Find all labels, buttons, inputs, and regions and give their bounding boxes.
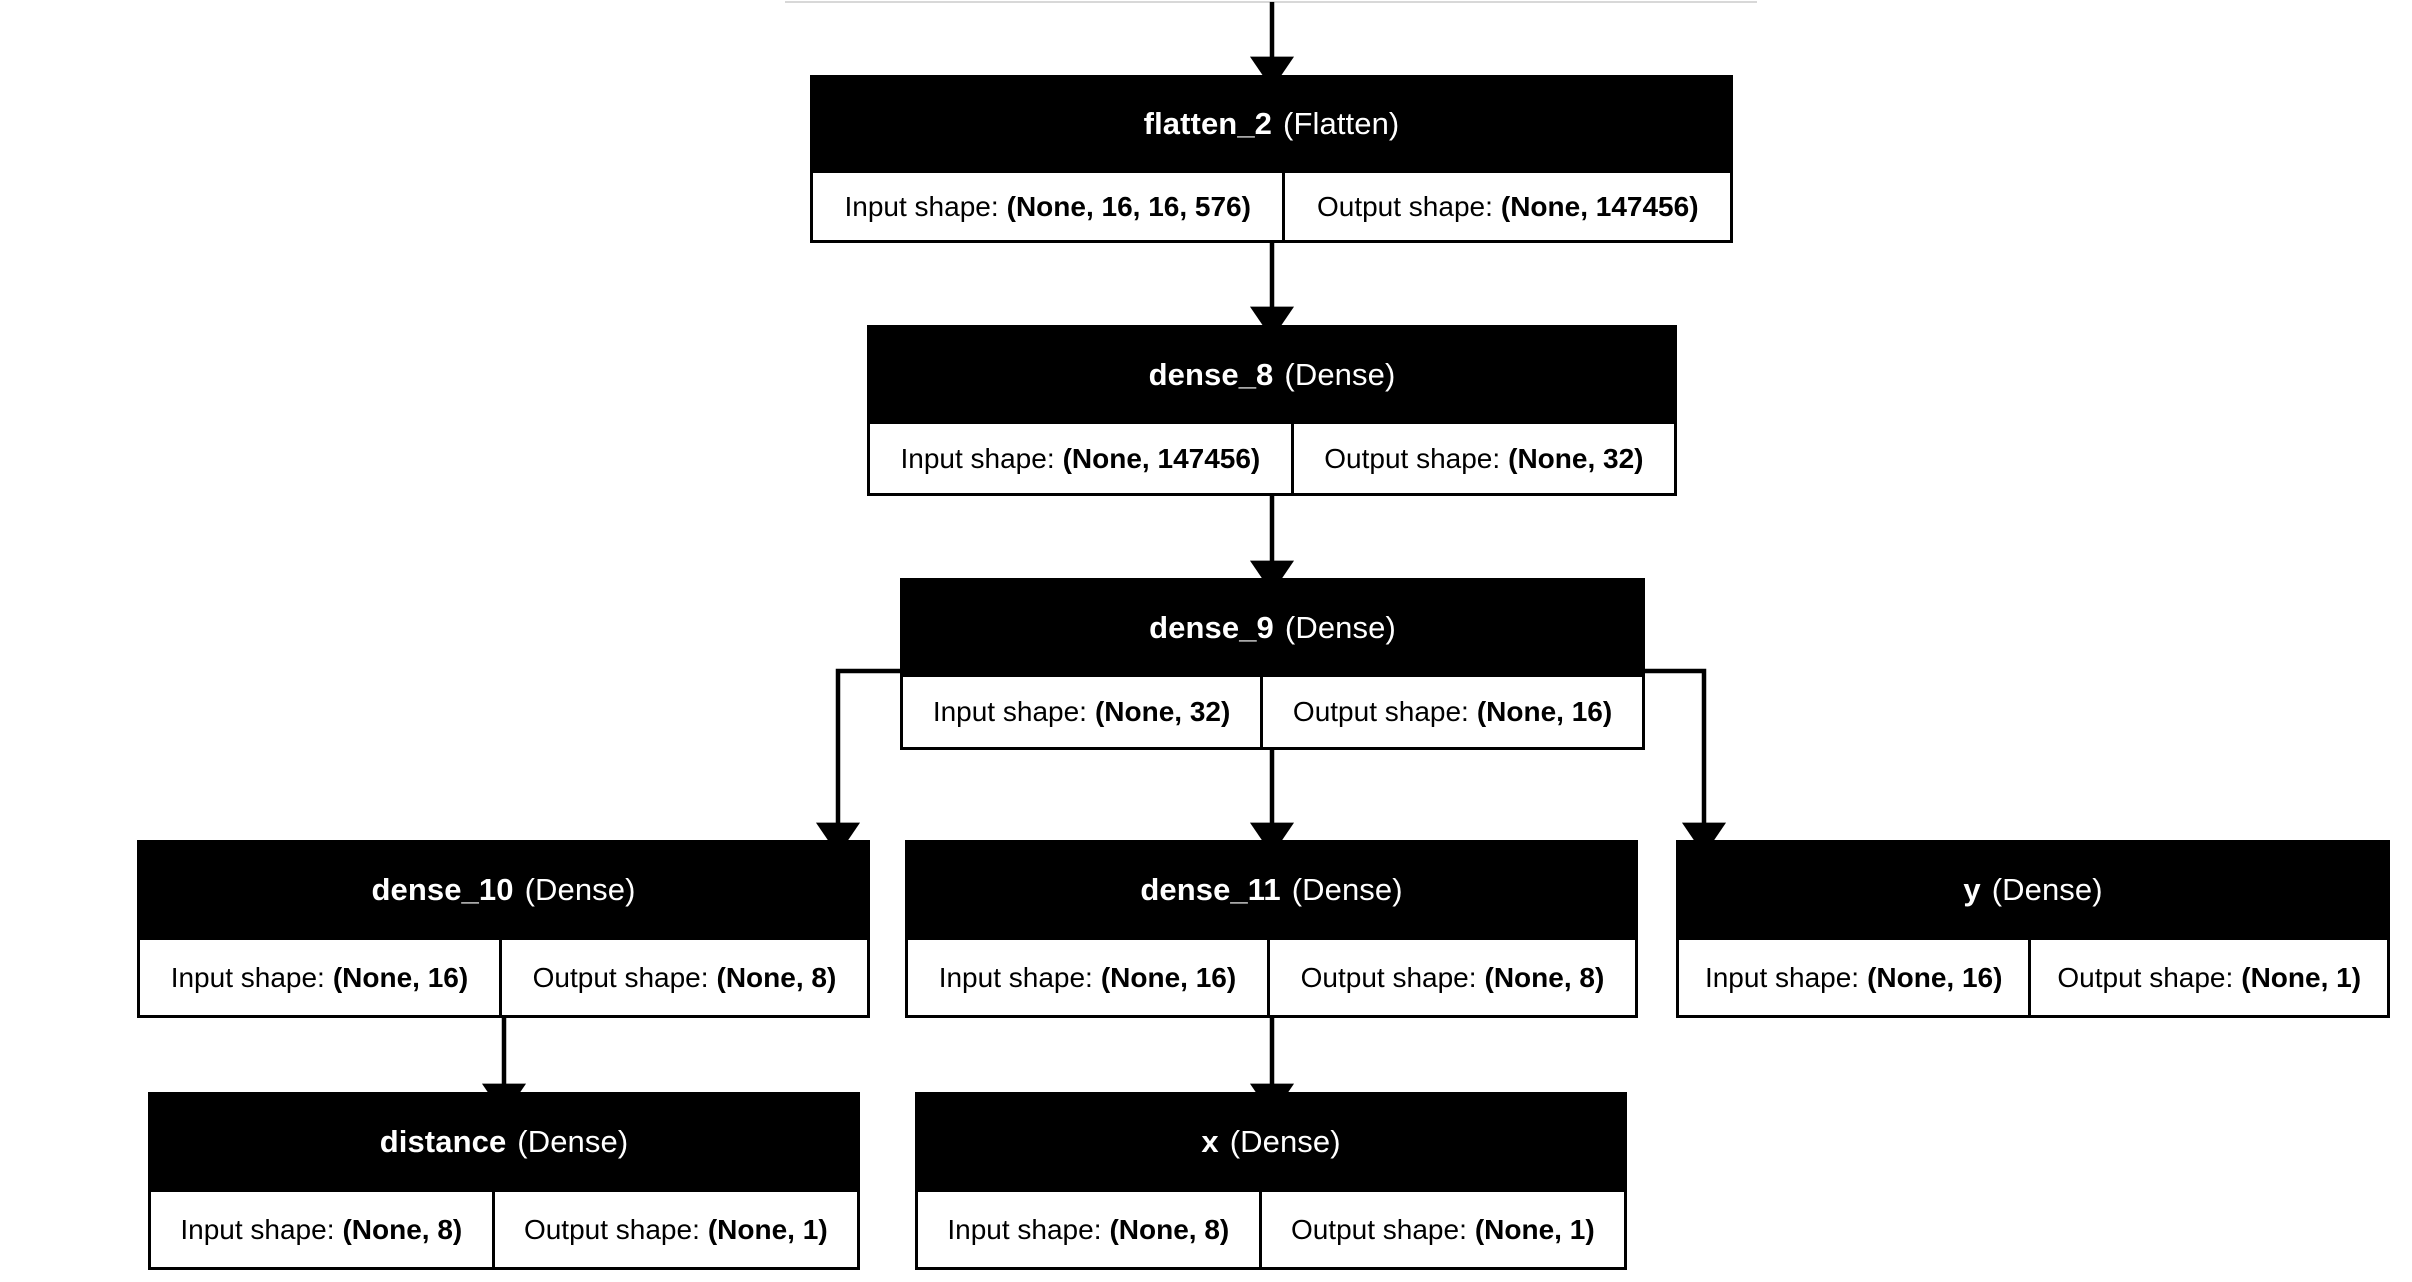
output-shape-label: Output shape: — [1316, 190, 1493, 222]
output-shape-value: (None, 1) — [707, 1213, 828, 1245]
node-dense_8-input-shape: Input shape: (None, 147456) — [870, 424, 1291, 493]
input-shape-value: (None, 16) — [332, 961, 469, 993]
node-dense_10-output-shape: Output shape: (None, 8) — [498, 940, 868, 1015]
output-shape-label: Output shape: — [523, 1213, 700, 1245]
node-y-input-shape: Input shape: (None, 16) — [1679, 940, 2029, 1015]
node-dense_8-shapes: Input shape: (None, 147456) Output shape… — [870, 421, 1674, 493]
output-shape-value: (None, 8) — [716, 961, 837, 993]
node-y-output-shape: Output shape: (None, 1) — [2028, 940, 2388, 1015]
node-dense_11-output-shape: Output shape: (None, 8) — [1266, 940, 1636, 1015]
node-distance-name: distance — [379, 1124, 507, 1159]
node-dense_10-type: (Dense) — [524, 872, 636, 907]
node-x-name: x — [1201, 1124, 1219, 1159]
node-distance[interactable]: distance (Dense) Input shape: (None, 8) … — [148, 1092, 860, 1270]
node-dense_11-input-shape: Input shape: (None, 16) — [908, 940, 1267, 1015]
node-dense_9-output-shape: Output shape: (None, 16) — [1260, 677, 1642, 747]
node-dense_8[interactable]: dense_8 (Dense) Input shape: (None, 1474… — [867, 325, 1677, 496]
node-dense_10-input-shape: Input shape: (None, 16) — [140, 940, 499, 1015]
clipped-node-bottom-edge — [785, 1, 1757, 3]
output-shape-label: Output shape: — [1324, 442, 1501, 474]
node-x-output-shape: Output shape: (None, 1) — [1258, 1192, 1624, 1267]
node-dense_9-name: dense_9 — [1149, 609, 1274, 645]
node-x-shapes: Input shape: (None, 8) Output shape: (No… — [918, 1189, 1624, 1267]
output-shape-value: (None, 32) — [1508, 442, 1644, 474]
edge-dense_9-to-dense_10 — [815, 668, 900, 855]
input-shape-value: (None, 16) — [1100, 961, 1237, 993]
node-flatten_2-input-shape: Input shape: (None, 16, 16, 576) — [813, 173, 1283, 240]
input-shape-value: (None, 32) — [1094, 696, 1231, 727]
input-shape-label: Input shape: — [1704, 961, 1860, 993]
node-dense_9[interactable]: dense_9 (Dense) Input shape: (None, 32) … — [900, 578, 1645, 750]
node-dense_9-header: dense_9 (Dense) — [903, 581, 1642, 674]
output-shape-label: Output shape: — [1290, 1213, 1467, 1245]
input-shape-value: (None, 147456) — [1062, 442, 1261, 474]
node-flatten_2-type: (Flatten) — [1283, 106, 1400, 141]
node-dense_10-shapes: Input shape: (None, 16) Output shape: (N… — [140, 937, 868, 1015]
node-dense_11-header: dense_11 (Dense) — [908, 843, 1635, 937]
output-shape-value: (None, 1) — [2241, 961, 2362, 993]
node-distance-output-shape: Output shape: (None, 1) — [491, 1192, 857, 1267]
input-shape-value: (None, 16, 16, 576) — [1006, 190, 1251, 222]
node-dense_11-name: dense_11 — [1140, 872, 1281, 907]
node-flatten_2[interactable]: flatten_2 (Flatten) Input shape: (None, … — [810, 75, 1733, 243]
input-shape-value: (None, 8) — [342, 1213, 463, 1245]
edge-dense_9-to-y — [1645, 668, 1727, 855]
node-distance-type: (Dense) — [517, 1124, 629, 1159]
input-shape-label: Input shape: — [900, 442, 1055, 474]
output-shape-value: (None, 147456) — [1500, 190, 1699, 222]
node-x-type: (Dense) — [1229, 1124, 1341, 1159]
node-x-input-shape: Input shape: (None, 8) — [918, 1192, 1259, 1267]
node-dense_11[interactable]: dense_11 (Dense) Input shape: (None, 16)… — [905, 840, 1638, 1018]
node-flatten_2-shapes: Input shape: (None, 16, 16, 576) Output … — [813, 170, 1731, 240]
node-dense_9-type: (Dense) — [1284, 609, 1396, 645]
node-dense_10-name: dense_10 — [371, 872, 514, 907]
input-shape-label: Input shape: — [844, 190, 999, 222]
input-shape-label: Input shape: — [932, 696, 1087, 727]
node-dense_11-type: (Dense) — [1291, 872, 1403, 907]
node-y-type: (Dense) — [1991, 872, 2103, 907]
input-shape-label: Input shape: — [938, 961, 1093, 993]
node-y-header: y (Dense) — [1679, 843, 2387, 937]
input-shape-value: (None, 8) — [1109, 1213, 1230, 1245]
node-dense_10[interactable]: dense_10 (Dense) Input shape: (None, 16)… — [137, 840, 870, 1018]
input-shape-value: (None, 16) — [1867, 961, 2003, 993]
node-dense_8-header: dense_8 (Dense) — [870, 328, 1674, 421]
output-shape-label: Output shape: — [1292, 696, 1469, 727]
node-flatten_2-output-shape: Output shape: (None, 147456) — [1282, 173, 1731, 240]
node-x[interactable]: x (Dense) Input shape: (None, 8) Output … — [915, 1092, 1627, 1270]
output-shape-value: (None, 16) — [1476, 696, 1613, 727]
node-dense_9-input-shape: Input shape: (None, 32) — [903, 677, 1261, 747]
output-shape-value: (None, 1) — [1474, 1213, 1595, 1245]
input-shape-label: Input shape: — [947, 1213, 1102, 1245]
node-y[interactable]: y (Dense) Input shape: (None, 16) Output… — [1676, 840, 2390, 1018]
node-y-name: y — [1963, 872, 1981, 907]
output-shape-label: Output shape: — [532, 961, 709, 993]
output-shape-value: (None, 8) — [1484, 961, 1605, 993]
node-distance-shapes: Input shape: (None, 8) Output shape: (No… — [151, 1189, 857, 1267]
node-dense_8-type: (Dense) — [1284, 356, 1396, 392]
output-shape-label: Output shape: — [2057, 961, 2234, 993]
input-shape-label: Input shape: — [180, 1213, 335, 1245]
input-shape-label: Input shape: — [170, 961, 325, 993]
output-shape-label: Output shape: — [1300, 961, 1477, 993]
node-distance-header: distance (Dense) — [151, 1095, 857, 1189]
node-dense_11-shapes: Input shape: (None, 16) Output shape: (N… — [908, 937, 1636, 1015]
node-dense_8-output-shape: Output shape: (None, 32) — [1290, 424, 1674, 493]
node-distance-input-shape: Input shape: (None, 8) — [151, 1192, 492, 1267]
node-flatten_2-name: flatten_2 — [1143, 106, 1273, 141]
node-dense_9-shapes: Input shape: (None, 32) Output shape: (N… — [903, 674, 1642, 747]
node-x-header: x (Dense) — [918, 1095, 1624, 1189]
node-y-shapes: Input shape: (None, 16) Output shape: (N… — [1679, 937, 2388, 1015]
node-dense_10-header: dense_10 (Dense) — [140, 843, 867, 937]
node-dense_8-name: dense_8 — [1148, 356, 1274, 392]
node-flatten_2-header: flatten_2 (Flatten) — [813, 78, 1730, 170]
